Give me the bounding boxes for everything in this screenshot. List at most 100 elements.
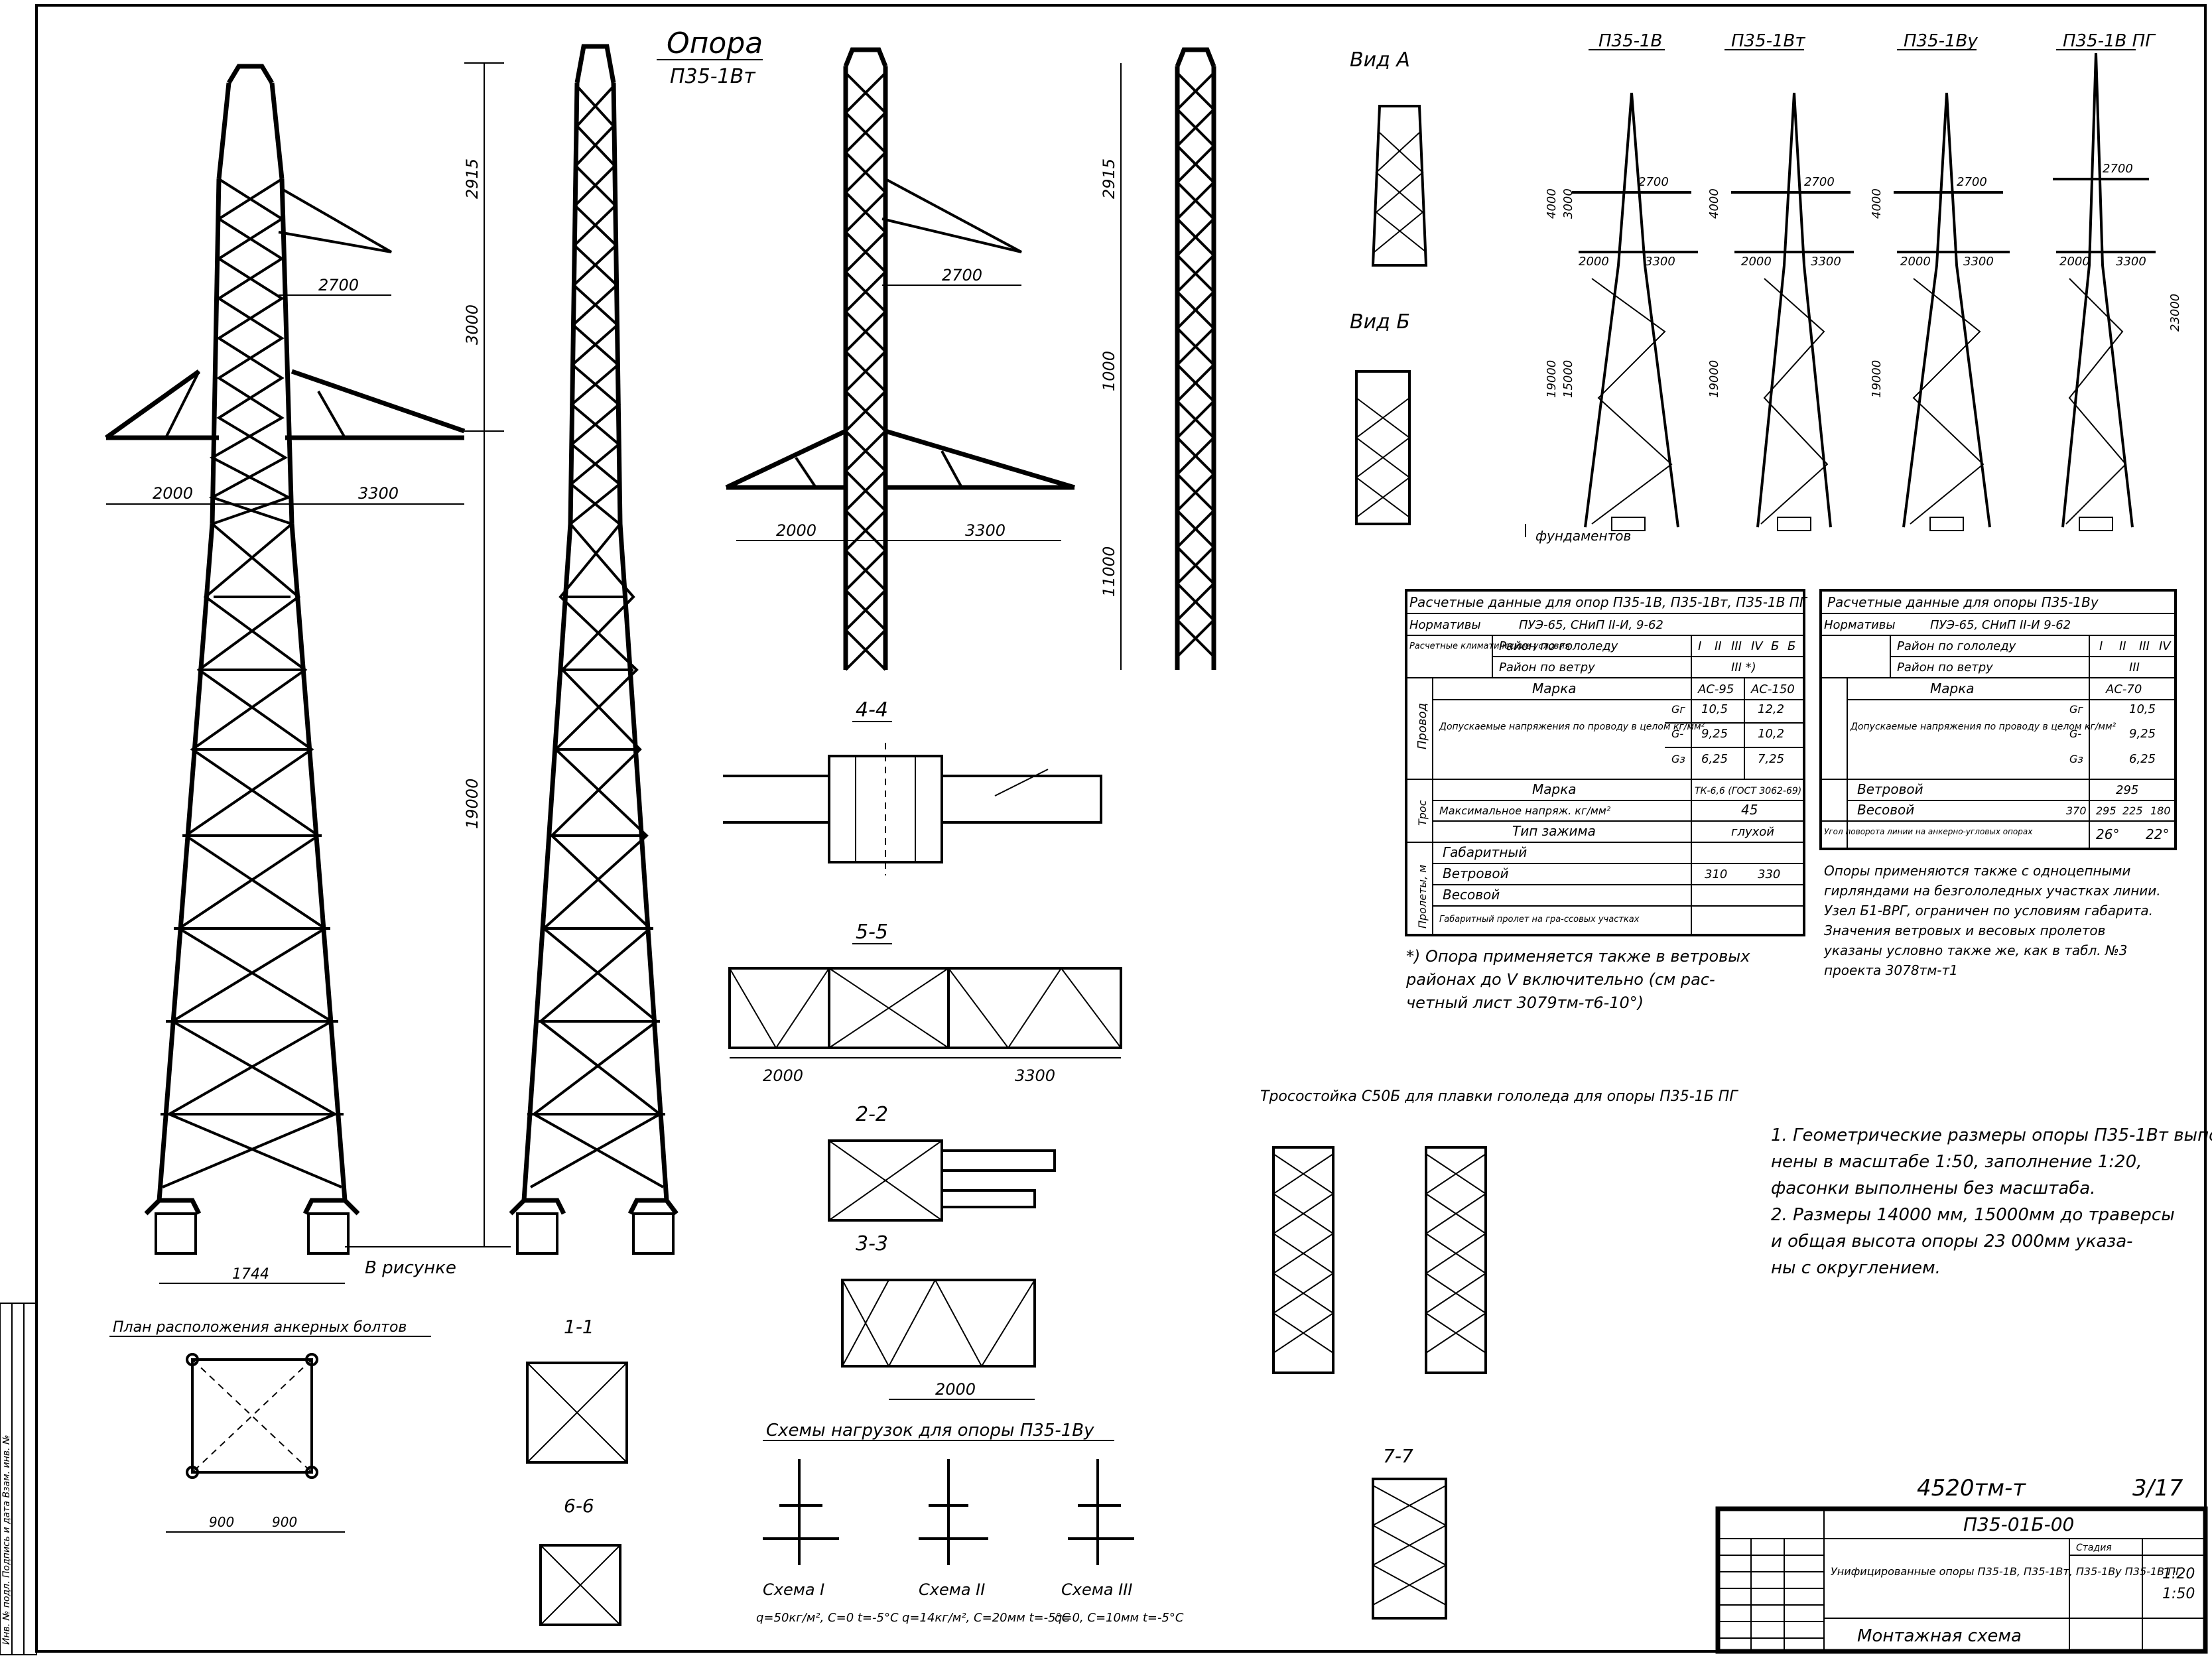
profile2-h3: 19000 [1707, 360, 1721, 398]
note-r-4: указаны условно также же, как в табл. №3 [1823, 942, 2127, 958]
table1-mark-label: Марка [1532, 680, 1577, 696]
sheet-number: 3/17 [2132, 1475, 2183, 1501]
table2-wind-span: 295 [2116, 783, 2138, 797]
note-b-0: 1. Геометрические размеры опоры П35-1Вт … [1771, 1125, 2212, 1145]
dim-3300-c: 3300 [1015, 1066, 1055, 1085]
profile4-arm2: 2000 [2059, 255, 2090, 269]
section-5-5: 5-5 2000 3300 [728, 921, 1122, 1085]
table1-stress-label: Допускаемые напряжения по проводу в цело… [1439, 722, 1705, 732]
table2-angle-label: Угол поворота линии на анкерно-угловых о… [1824, 827, 2033, 836]
table2-ice-0: I [2099, 639, 2103, 653]
table2-weight-2: 225 [2122, 804, 2143, 817]
stage-label: Стадия [2076, 1543, 2112, 1553]
table1-stress-v1-0: 10,5 [1701, 702, 1728, 716]
table2-norms-label: Нормативы [1824, 618, 1896, 632]
table1-stress-v2-1: 10,2 [1758, 727, 1784, 741]
dim-2915: 2915 [463, 159, 482, 199]
profile3-arm2: 2000 [1900, 255, 1931, 269]
profile1-h2: 3000 [1561, 188, 1575, 219]
table2-title: Расчетные данные для опоры П35-1Ву [1827, 594, 2099, 610]
profile-p351vpg: П35-1В ПГ 2700 2000 3300 23000 [2053, 31, 2182, 531]
note-r-1: гирляндами на безгололедных участках лин… [1824, 883, 2161, 899]
table1-cable-label: Трос [1416, 800, 1429, 826]
scheme1-cond: q=50кг/м², C=0 t=-5°C [756, 1611, 899, 1625]
notes-right: Опоры применяются также с одноцепными ги… [1823, 863, 2161, 978]
profile3-h3: 19000 [1870, 360, 1884, 398]
scheme3-cond: q=0, C=10мм t=-5°C [1055, 1611, 1184, 1625]
section-4-4: 4-4 [723, 698, 1102, 875]
table2-stress-sym-2: Gз [2069, 753, 2083, 765]
tower-upper-detail: 2000 3300 2700 [725, 47, 1076, 671]
sec-55-label: 5-5 [856, 921, 888, 944]
load-schemes: Схемы нагрузок для опоры П35-1Ву Схема I… [756, 1421, 1184, 1625]
scheme-1: Схема I q=50кг/м², C=0 t=-5°C [756, 1459, 899, 1625]
section-1-1: 1-1 [526, 1316, 628, 1464]
table1-stress-v2-0: 12,2 [1758, 702, 1784, 716]
note-r-0: Опоры применяются также с одноцепными [1824, 863, 2130, 879]
left-stamp-text: Инв. № подл. Подпись и дата Взам. инв. № [1, 1435, 12, 1645]
dim-1000: 1000 [1100, 351, 1118, 391]
note-r-5: проекта 3078тм-т1 [1824, 962, 1958, 978]
sec-22-label: 2-2 [856, 1103, 888, 1126]
tower-front-view: 2915 3000 19000 2000 3300 2700 1744 В ри… [104, 62, 504, 1284]
table1-span-3: Габаритный пролет на гра-ссовых участках [1439, 915, 1640, 925]
profile1-h4: 15000 [1561, 360, 1575, 398]
table1-wind-label: Район по ветру [1499, 661, 1595, 674]
profile3-arm3: 3300 [1963, 255, 1994, 269]
table1-mark-0: АС-95 [1697, 682, 1734, 696]
table1-norms-label: Нормативы [1409, 618, 1481, 632]
table1-norms-value: ПУЭ-65, СНиП II-И, 9-62 [1519, 618, 1663, 632]
table1-stress-v2-2: 7,25 [1758, 752, 1784, 766]
title-block: 4520тм-т 3/17 П35-01Б-00 Унифицированные… [1715, 1475, 2208, 1654]
tower-upper-side: 2915 1000 11000 [1100, 47, 1216, 670]
foundation-label: фундаментов [1535, 528, 1631, 544]
profile-name-2: П35-1Вт [1731, 31, 1805, 51]
table1-stress-v1-2: 6,25 [1701, 752, 1728, 766]
table1-spans-label: Пролеты, м [1416, 865, 1429, 928]
dim-2700-b: 2700 [942, 266, 982, 285]
sec-66-label: 6-6 [564, 1495, 594, 1517]
profile-p351v: П35-1В 2700 2000 3300 4000 3000 19000 15… [1545, 31, 1698, 531]
sec-11-label: 1-1 [564, 1316, 594, 1338]
table1-cable-stress: 45 [1741, 802, 1758, 818]
table2-stress-sym-1: G- [2069, 728, 2081, 740]
profile-name-4: П35-1В ПГ [2063, 31, 2156, 51]
table2-wind-label: Район по ветру [1897, 661, 1993, 674]
profile1-arm2: 2000 [1579, 255, 1609, 269]
note-b-4: и общая высота опоры 23 000мм указа- [1771, 1232, 2133, 1251]
dim-3300-a: 3300 [358, 484, 399, 503]
footer-name: Монтажная схема [1857, 1626, 2022, 1646]
anchor-caption: План расположения анкерных болтов [113, 1319, 407, 1336]
table2-stress-v-2: 6,25 [2129, 752, 2156, 766]
table1-span-1-v2: 330 [1758, 867, 1780, 881]
table1-stress-sym-1: G- [1671, 728, 1683, 740]
profile4-arm3: 3300 [2116, 255, 2146, 269]
table2-stress-sym-0: Gг [2069, 703, 2083, 716]
footnote-0: *) Опора применяется также в ветровых [1406, 947, 1750, 966]
scheme2-title: Схема II [919, 1580, 985, 1599]
table2-mark-value: АС-70 [2105, 682, 2142, 696]
profile2-arm2: 2000 [1741, 255, 1772, 269]
table2-weight-span-label: Весовой [1857, 802, 1914, 818]
scale-1: 1:20 [2162, 1566, 2195, 1582]
view-a: Вид А [1350, 48, 1428, 267]
footnote-2: четный лист 3079тм-т6-10°) [1406, 993, 1644, 1012]
table2-ice-2: III [2139, 639, 2150, 653]
note-b-5: ны с округлением. [1771, 1258, 1941, 1278]
table1-cable-stress-label: Максимальное напряж. кг/мм² [1439, 804, 1611, 817]
profile1-h1: 4000 [1545, 188, 1559, 219]
note-b-1: нены в масштабе 1:50, заполнение 1:20, [1771, 1152, 2142, 1172]
profile-name-1: П35-1В [1598, 31, 1662, 51]
profile4-h3: 23000 [2168, 294, 2182, 332]
table1-cable-mark: ТК-6,6 (ГОСТ 3062-69) [1695, 786, 1801, 797]
table1-span-0: Габаритный [1443, 844, 1527, 860]
dim-3300-b: 3300 [965, 521, 1006, 540]
table1-ice-3: IV [1751, 639, 1764, 653]
sheet-frame [35, 4, 2207, 1653]
table2-wind-span-label: Ветровой [1857, 781, 1923, 797]
profile3-arm1: 2700 [1957, 175, 1987, 189]
profile-name-3: П35-1Ву [1904, 31, 1978, 51]
anchor-bolt-plan: План расположения анкерных болтов 900 90… [109, 1319, 431, 1533]
profile-p351vu: П35-1Ву 2700 2000 3300 4000 19000 [1870, 31, 2010, 531]
